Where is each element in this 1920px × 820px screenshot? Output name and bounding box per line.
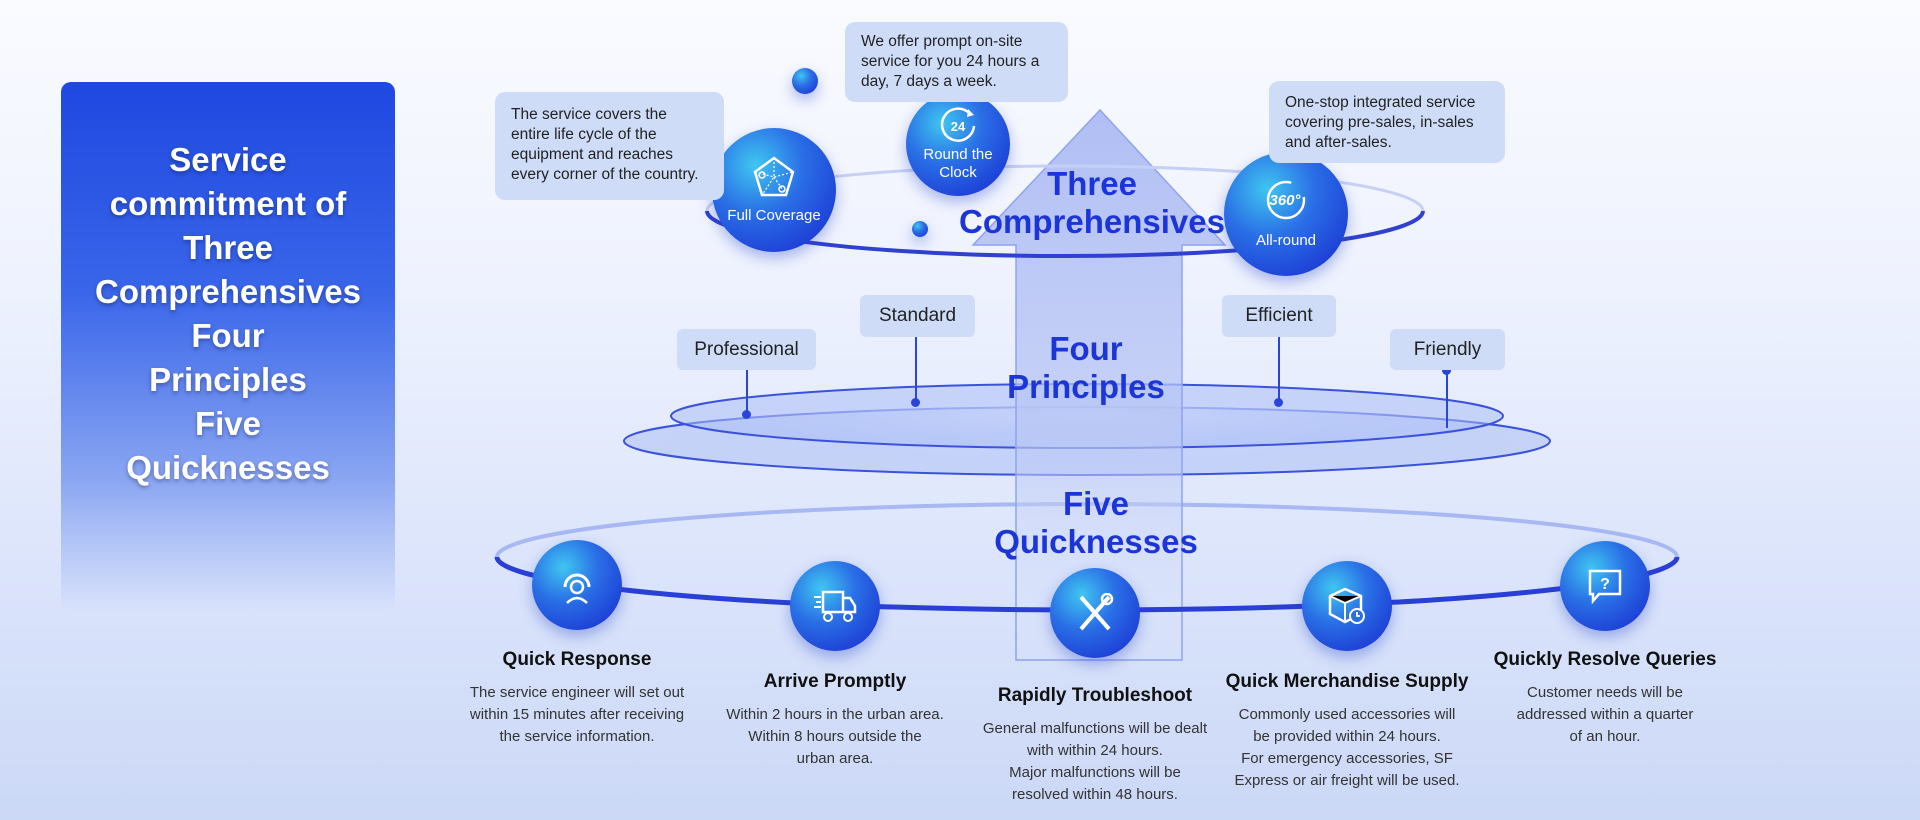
question-chat-icon: ? [1588,569,1622,604]
item-title: Quick Response [502,649,652,670]
package-clock-icon [1328,587,1365,624]
truck-icon [814,590,857,622]
pin-dot [1274,398,1283,407]
full-coverage-ball: Full Coverage [712,128,836,252]
full-coverage-label: Full Coverage [727,207,821,224]
heading-line: Five [1062,485,1130,522]
pin-line [1446,370,1448,428]
heading-line: Principles [1007,368,1165,405]
arrive-promptly-item: Arrive Promptly Within 2 hours in the ur… [675,670,995,770]
panel-title-line: Comprehensives [95,273,361,310]
pin-dot [911,398,920,407]
panel-title-line: Five [194,405,262,442]
all-round-label: All-round [1255,232,1317,249]
panel-title-line: Principles [149,361,307,398]
heading-line: Quicknesses [994,523,1198,560]
item-title: Quick Merchandise Supply [1225,671,1469,692]
decorative-sphere [912,221,928,237]
tag-professional: Professional [677,329,816,370]
quick-response-item: Quick Response The service engineer will… [417,648,737,748]
merchandise-supply-ball [1302,561,1392,651]
five-quicknesses-heading: Five Quicknesses [994,485,1198,561]
svg-text:?: ? [1600,576,1610,593]
tag-standard: Standard [860,295,975,337]
decorative-sphere [792,68,818,94]
heading-line: Three [1047,165,1137,202]
arrive-promptly-ball [790,561,880,651]
item-title: Arrive Promptly [763,671,907,692]
item-description: Within 2 hours in the urban area. Within… [726,706,944,767]
pentagon-network-icon [753,156,795,197]
svg-text:360°: 360° [1269,192,1301,209]
pin-line [746,370,748,414]
quick-response-ball [532,540,622,630]
resolve-queries-item: Quickly Resolve Queries Customer needs w… [1445,648,1765,748]
item-description: General malfunctions will be dealt with … [982,720,1208,803]
tag-efficient: Efficient [1222,295,1336,337]
all-round-ball: 360° All-round [1224,152,1348,276]
resolve-queries-ball: ? [1560,541,1650,631]
panel-title-line: Three [183,229,273,266]
item-title: Quickly Resolve Queries [1493,649,1717,670]
360-icon: 360° [1266,180,1306,220]
panel-title-line: Quicknesses [126,449,330,486]
clock-24-icon: 24 [940,107,976,142]
heading-line: Comprehensives [959,203,1225,240]
panel-title-line: Four [191,317,265,354]
round-the-clock-label: Round the Clock [923,146,993,181]
panel-title-line: commitment of [109,185,347,222]
rapidly-troubleshoot-item: Rapidly Troubleshoot General malfunction… [935,684,1255,806]
all-round-bubble: One-stop integrated service covering pre… [1269,81,1505,163]
full-coverage-bubble: The service covers the entire life cycle… [495,92,724,200]
merchandise-supply-item: Quick Merchandise Supply Commonly used a… [1187,670,1507,792]
four-principles-heading: Four Principles [1007,330,1165,406]
three-comprehensives-heading: Three Comprehensives [959,165,1225,241]
item-description: Commonly used accessories will be provid… [1234,706,1460,789]
round-the-clock-ball: 24 Round the Clock [906,92,1010,196]
tag-friendly: Friendly [1390,329,1505,370]
panel-title-line: Service [169,141,287,178]
title-panel: Service commitment of Three Comprehensiv… [61,82,395,612]
rapidly-troubleshoot-ball [1050,568,1140,658]
pin-line [915,337,917,403]
pin-line [1278,337,1280,403]
round-the-clock-bubble: We offer prompt on-site service for you … [845,22,1068,102]
headset-icon [563,573,591,604]
item-description: Customer needs will be addressed within … [1516,684,1694,745]
item-description: The service engineer will set out within… [469,684,685,745]
arrow-shape [971,108,1227,661]
heading-line: Four [1049,330,1123,367]
svg-text:24: 24 [951,119,966,134]
item-title: Rapidly Troubleshoot [997,685,1193,706]
tools-icon [1079,593,1114,631]
pin-dot [742,410,751,419]
pin-dot [1442,366,1451,375]
